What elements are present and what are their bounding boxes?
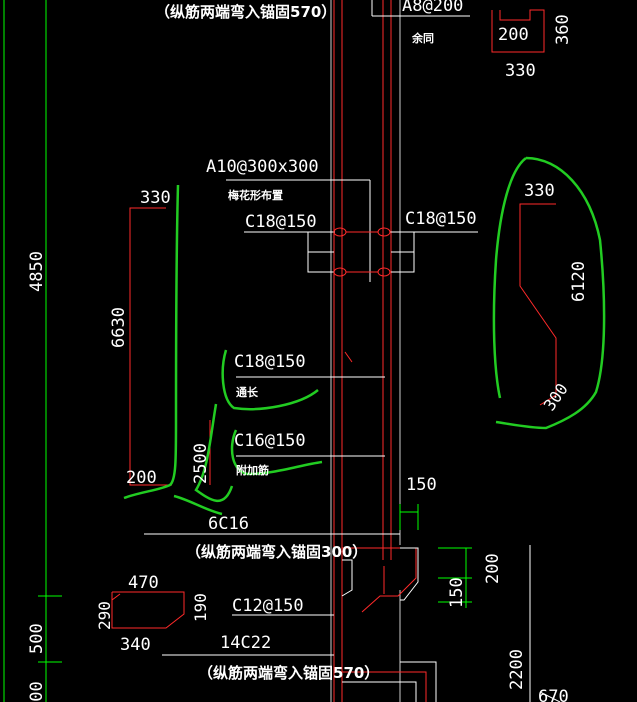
right-hook-dim: 300 bbox=[540, 380, 572, 415]
tie-bar-label: A10@300x300 bbox=[206, 157, 319, 177]
note-mid2: 附加筋 bbox=[236, 463, 269, 477]
right-top-dim: 330 bbox=[524, 181, 555, 201]
leader-line bbox=[344, 351, 353, 363]
lower-top-dim: 470 bbox=[128, 573, 159, 593]
leader-line bbox=[539, 691, 561, 702]
markup-stroke bbox=[123, 184, 180, 500]
anchor-note-bottom: （纵筋两端弯入锚固570） bbox=[198, 664, 379, 682]
left-top-dim: 330 bbox=[140, 188, 171, 208]
markup-stroke bbox=[495, 156, 606, 430]
left-height-dim: 6630 bbox=[109, 307, 129, 348]
bar-right-label: C18@150 bbox=[405, 209, 477, 229]
lower-right-dim: 190 bbox=[191, 593, 210, 622]
bottom-outline bbox=[400, 661, 437, 702]
tie-hook bbox=[333, 227, 347, 237]
level-500: 500 bbox=[27, 623, 47, 654]
dim-150-top: 150 bbox=[406, 475, 437, 495]
anchor-note-300: （纵筋两端弯入锚固300） bbox=[186, 543, 367, 561]
dim-200-right: 200 bbox=[483, 553, 503, 584]
tie-hook bbox=[333, 267, 347, 277]
right-height-dim: 6120 bbox=[569, 261, 589, 302]
markup-stroke bbox=[492, 157, 527, 399]
bar-14c22-label: 14C22 bbox=[220, 633, 271, 653]
anchor-note-top: （纵筋两端弯入锚固570） bbox=[155, 3, 336, 21]
bottom-bar bbox=[342, 671, 427, 702]
bar-6c16-label: 6C16 bbox=[208, 514, 249, 534]
note-mid1: 通长 bbox=[236, 385, 259, 399]
top-right-bottom: 330 bbox=[505, 61, 536, 81]
height-2500: 2500 bbox=[191, 443, 211, 484]
left-bottom-dim: 200 bbox=[126, 468, 157, 488]
lower-left-dim: 290 bbox=[95, 601, 114, 630]
tie-hook bbox=[377, 227, 391, 237]
markup-stroke bbox=[221, 349, 319, 411]
lower-bar-shape bbox=[111, 591, 185, 629]
markup-stroke bbox=[230, 429, 323, 476]
top-right-height: 360 bbox=[553, 14, 573, 45]
corner-outline bbox=[400, 547, 419, 601]
markup-stroke bbox=[194, 403, 234, 502]
corner-detail bbox=[341, 559, 353, 597]
bottom-detail bbox=[342, 681, 417, 702]
top-right-bar-shape bbox=[491, 9, 545, 53]
tie-note: 梅花形布置 bbox=[228, 188, 283, 202]
lower-bottom-dim: 340 bbox=[120, 635, 151, 655]
lower-bar-hook bbox=[111, 593, 121, 601]
markup-stroke bbox=[173, 494, 223, 516]
dim-670: 670 bbox=[538, 687, 569, 702]
right-bar-shape bbox=[519, 203, 557, 406]
dim-150-right: 150 bbox=[447, 577, 467, 608]
top-right-width: 200 bbox=[498, 25, 529, 45]
bar-left-label: C18@150 bbox=[245, 212, 317, 232]
top-note: 余同 bbox=[411, 31, 434, 45]
bar-c12-label: C12@150 bbox=[232, 596, 304, 616]
bar-mid2-label: C16@150 bbox=[234, 431, 306, 451]
left-bar-shape bbox=[129, 207, 172, 486]
level-300: 300 bbox=[27, 681, 47, 702]
tie-hook bbox=[377, 267, 391, 277]
dim-2200: 2200 bbox=[507, 649, 527, 690]
level-4850: 4850 bbox=[27, 251, 47, 292]
bar-mid1-label: C18@150 bbox=[234, 352, 306, 372]
top-bar-label: A8@200 bbox=[402, 0, 463, 16]
